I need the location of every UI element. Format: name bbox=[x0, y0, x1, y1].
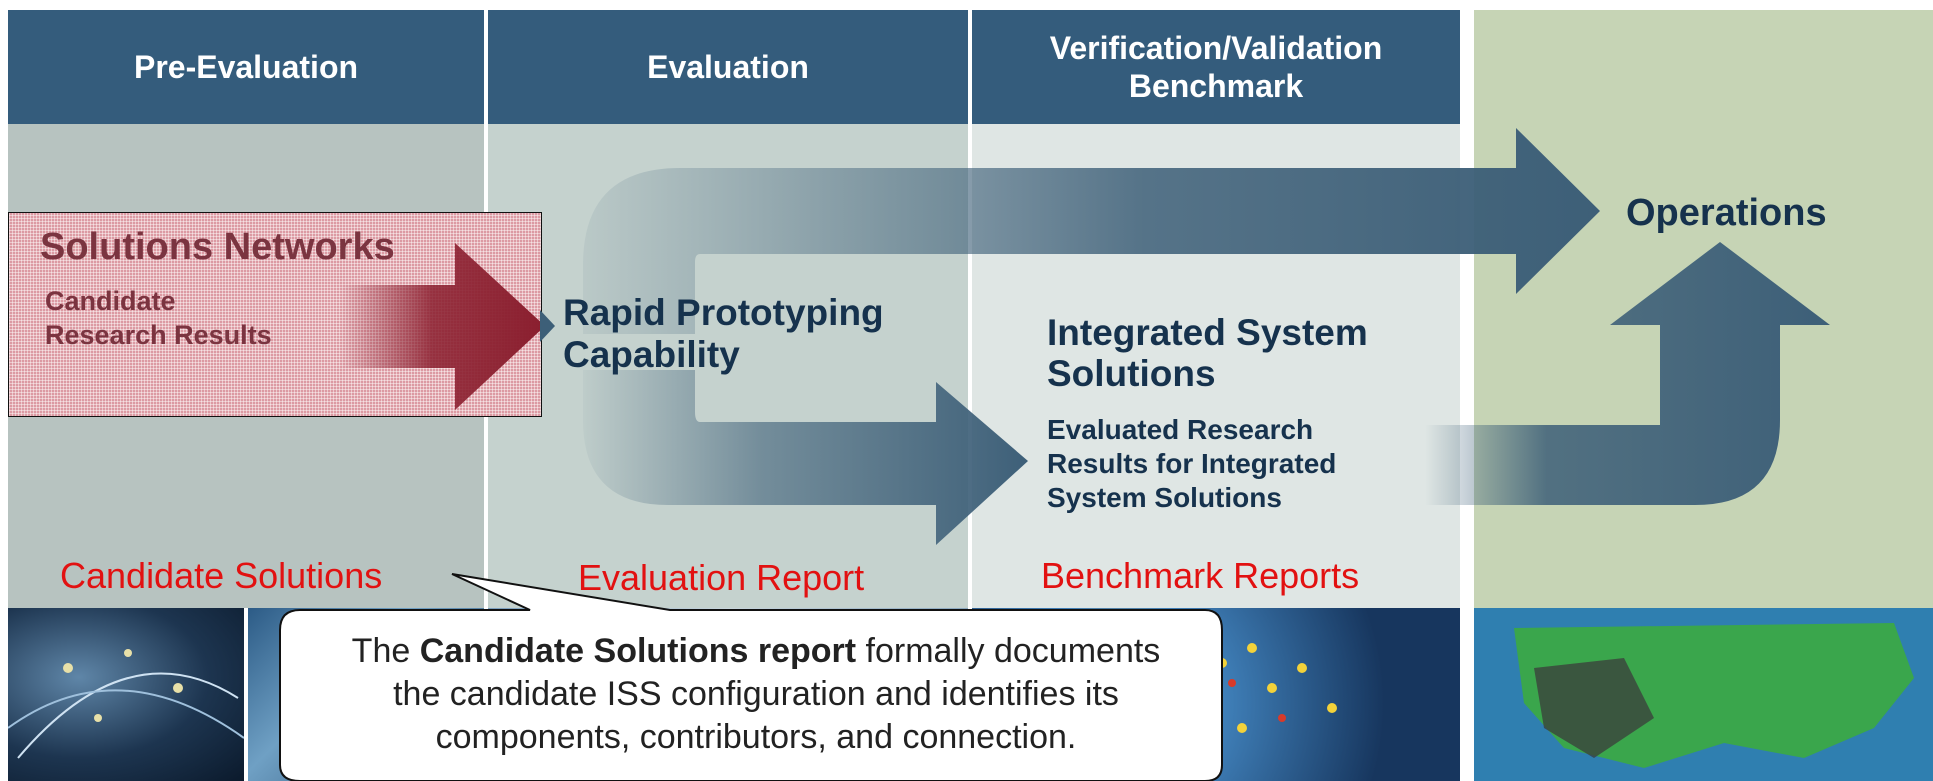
callout-line1: The Candidate Solutions report formally … bbox=[286, 630, 1226, 673]
up-flow-arrow bbox=[1425, 242, 1830, 505]
integrated-title-line1: Integrated System bbox=[1047, 312, 1368, 353]
us-map-icon bbox=[1514, 623, 1914, 768]
connector-arrowhead bbox=[540, 310, 555, 342]
callout-line2: the candidate ISS configuration and iden… bbox=[393, 675, 1119, 713]
verification-header-text: Verification/Validation Benchmark bbox=[1049, 30, 1383, 104]
satellite-orbits-image bbox=[8, 608, 244, 781]
callout-line1-pre: The bbox=[351, 632, 420, 670]
callout-text: The Candidate Solutions report formally … bbox=[286, 630, 1226, 759]
solutions-networks-sub1: Candidate bbox=[45, 286, 176, 316]
integrated-sub-line2: Results for Integrated bbox=[1047, 448, 1337, 479]
solutions-networks-sub2: Research Results bbox=[45, 320, 272, 350]
verification-header: Verification/Validation Benchmark bbox=[972, 10, 1460, 124]
rapid-prototyping-line2: Capability bbox=[563, 334, 740, 375]
integrated-sub-line3: System Solutions bbox=[1047, 482, 1282, 513]
candidate-solutions-report: Candidate Solutions bbox=[60, 555, 383, 596]
operations-label: Operations bbox=[1626, 192, 1827, 234]
rapid-prototyping-line1: Rapid Prototyping bbox=[563, 292, 884, 333]
orbit-lines-icon bbox=[8, 649, 244, 759]
callout-line1-bold: Candidate Solutions report bbox=[419, 632, 857, 670]
lower-flow-arrow bbox=[583, 370, 1028, 545]
callout-line1-post: formally documents bbox=[856, 632, 1161, 670]
pre-evaluation-header: Pre-Evaluation bbox=[8, 10, 484, 124]
solutions-networks-title: Solutions Networks bbox=[40, 226, 395, 268]
callout-line3: components, contributors, and connection… bbox=[435, 718, 1077, 756]
benchmark-reports: Benchmark Reports bbox=[1041, 555, 1360, 596]
evaluation-report: Evaluation Report bbox=[578, 557, 865, 598]
solutions-arrow bbox=[340, 243, 545, 410]
evaluation-header: Evaluation bbox=[488, 10, 968, 124]
us-map-image bbox=[1474, 608, 1933, 781]
integrated-title-line2: Solutions bbox=[1047, 353, 1216, 394]
integrated-sub-line1: Evaluated Research bbox=[1047, 414, 1314, 445]
top-flow-arrow bbox=[583, 128, 1600, 334]
